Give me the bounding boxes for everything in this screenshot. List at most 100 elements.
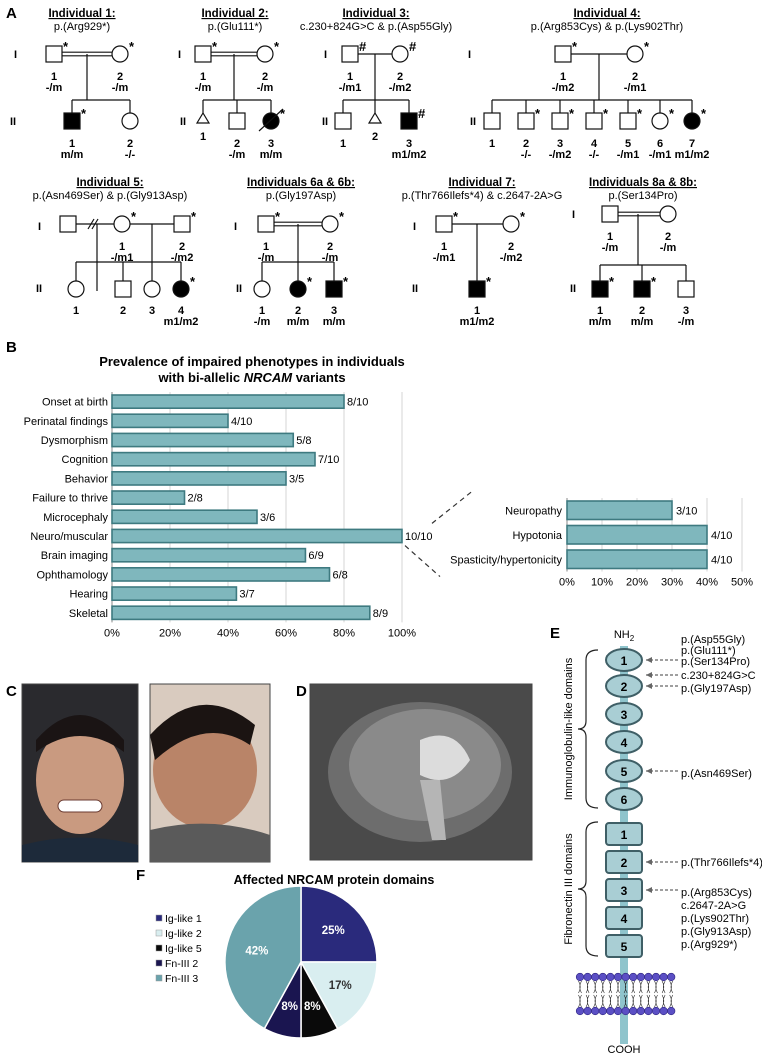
patient-photo-profile <box>149 683 271 863</box>
ig-domain <box>605 759 643 783</box>
data-label: 6/8 <box>333 569 348 581</box>
lipid-tail <box>623 980 628 994</box>
genotype-label: -/m2 <box>171 252 194 264</box>
separation-mark <box>91 218 99 230</box>
legend-label: Ig-like 1 <box>165 913 202 925</box>
x-tick-label: 30% <box>661 577 683 589</box>
ig-domains-label: Immunoglobulin-like domains <box>563 657 575 800</box>
genotype-label: -/m2 <box>549 149 572 161</box>
male-symbol <box>554 45 572 63</box>
individual-number: 1 <box>73 305 79 317</box>
deceased-slash <box>258 108 284 132</box>
individual-number: 1 <box>200 131 206 143</box>
variant-label: c.2647-2A>G <box>681 900 746 912</box>
genotype-label: -/m <box>229 149 246 161</box>
male-symbol <box>341 45 359 63</box>
domain-number: 1 <box>621 654 628 668</box>
category-label: Spasticity/hypertonicity <box>450 554 562 566</box>
ig-domain <box>605 730 643 754</box>
carrier-mark: * <box>453 209 459 224</box>
domain-number: 6 <box>621 793 628 807</box>
individual-number: 1 <box>474 305 480 317</box>
bar <box>111 566 331 582</box>
carrier-mark: * <box>280 106 286 121</box>
generation-label: I <box>234 221 237 233</box>
x-tick-label: 60% <box>275 627 297 639</box>
male-symbol <box>257 215 275 233</box>
fn-domain <box>605 822 643 846</box>
pedigree-title: Individuals 8a & 8b: <box>589 177 697 189</box>
variant-label: p.(Thr766Ilefs*4) <box>681 857 762 869</box>
male-symbol <box>517 112 535 130</box>
data-label: 5/8 <box>296 435 311 447</box>
individual-number: 2 <box>262 71 268 83</box>
hair-shape <box>150 704 255 760</box>
male-symbol <box>334 112 352 130</box>
pedigree-title: Individual 7: <box>448 177 515 189</box>
female-symbol <box>113 215 131 233</box>
individual-number: 4 <box>591 138 598 150</box>
pie-slice <box>299 961 378 1030</box>
pedigree-variant: p.(Ser134Pro) <box>608 190 677 202</box>
legend-swatch <box>155 929 163 937</box>
female-symbol <box>143 280 161 298</box>
fn-brace <box>577 821 599 957</box>
category-label: Brain imaging <box>41 550 108 562</box>
patient-photos <box>21 683 533 863</box>
category-label: Skeletal <box>69 608 108 620</box>
genotype-label: -/m1 <box>111 252 134 264</box>
carrier-mark: * <box>486 274 492 289</box>
lipid-head <box>598 972 607 982</box>
data-label: 3/10 <box>676 505 697 517</box>
male-symbol <box>601 205 619 223</box>
category-label: Ophthamology <box>36 569 108 581</box>
generation-label: II <box>10 116 16 128</box>
miscarriage-symbol <box>367 111 383 124</box>
individual-number: 2 <box>372 131 378 143</box>
lipid-head <box>575 1006 585 1016</box>
legend-label: Fn-III 2 <box>165 958 198 970</box>
lipid-tail <box>601 994 605 1008</box>
category-label: Microcephaly <box>43 512 108 524</box>
carrier-mark: * <box>651 274 657 289</box>
individual-number: 2 <box>523 138 529 150</box>
fn-domain <box>605 878 643 902</box>
female-symbol <box>502 215 520 233</box>
legend-swatch <box>155 974 163 982</box>
lipid-tail <box>646 994 651 1008</box>
carrier-mark: * <box>131 209 137 224</box>
pedigree-title: Individuals 6a & 6b: <box>247 177 355 189</box>
lipid-tail <box>631 994 635 1008</box>
genotype-label: -/m2 <box>389 82 412 94</box>
individual-number: 3 <box>683 305 689 317</box>
bar <box>566 549 708 570</box>
data-label: 3/7 <box>239 589 254 601</box>
individual-number: 2 <box>117 71 123 83</box>
individual-number: 1 <box>119 241 125 253</box>
individual-number: 1 <box>441 241 447 253</box>
pedigree-title: Individual 2: <box>201 8 268 20</box>
male-symbol <box>619 112 637 130</box>
female-symbol <box>683 112 701 130</box>
lipid-tail <box>654 980 658 994</box>
bar <box>111 470 287 486</box>
female-symbol <box>111 45 129 63</box>
pie-slice <box>224 885 302 1030</box>
bar <box>111 394 345 409</box>
data-label: 3/6 <box>260 512 275 524</box>
pie-value-label: 8% <box>281 1001 298 1013</box>
lipid-head <box>636 1006 645 1016</box>
variant-label: p.(Asn469Ser) <box>681 768 752 780</box>
male-symbol <box>173 215 191 233</box>
lipid-tail <box>593 980 597 994</box>
pedigree-title: Individual 1: <box>48 8 115 20</box>
pedigree-title: Individual 5: <box>76 177 143 189</box>
bar <box>111 509 258 525</box>
lipid-tail <box>669 994 673 1008</box>
domain-number: 4 <box>621 912 628 926</box>
carrier-mark: * <box>81 106 87 121</box>
carrier-mark: # <box>418 106 426 121</box>
domain-number: 5 <box>621 765 628 779</box>
lipid-head <box>613 1006 623 1016</box>
individual-number: 1 <box>560 71 566 83</box>
